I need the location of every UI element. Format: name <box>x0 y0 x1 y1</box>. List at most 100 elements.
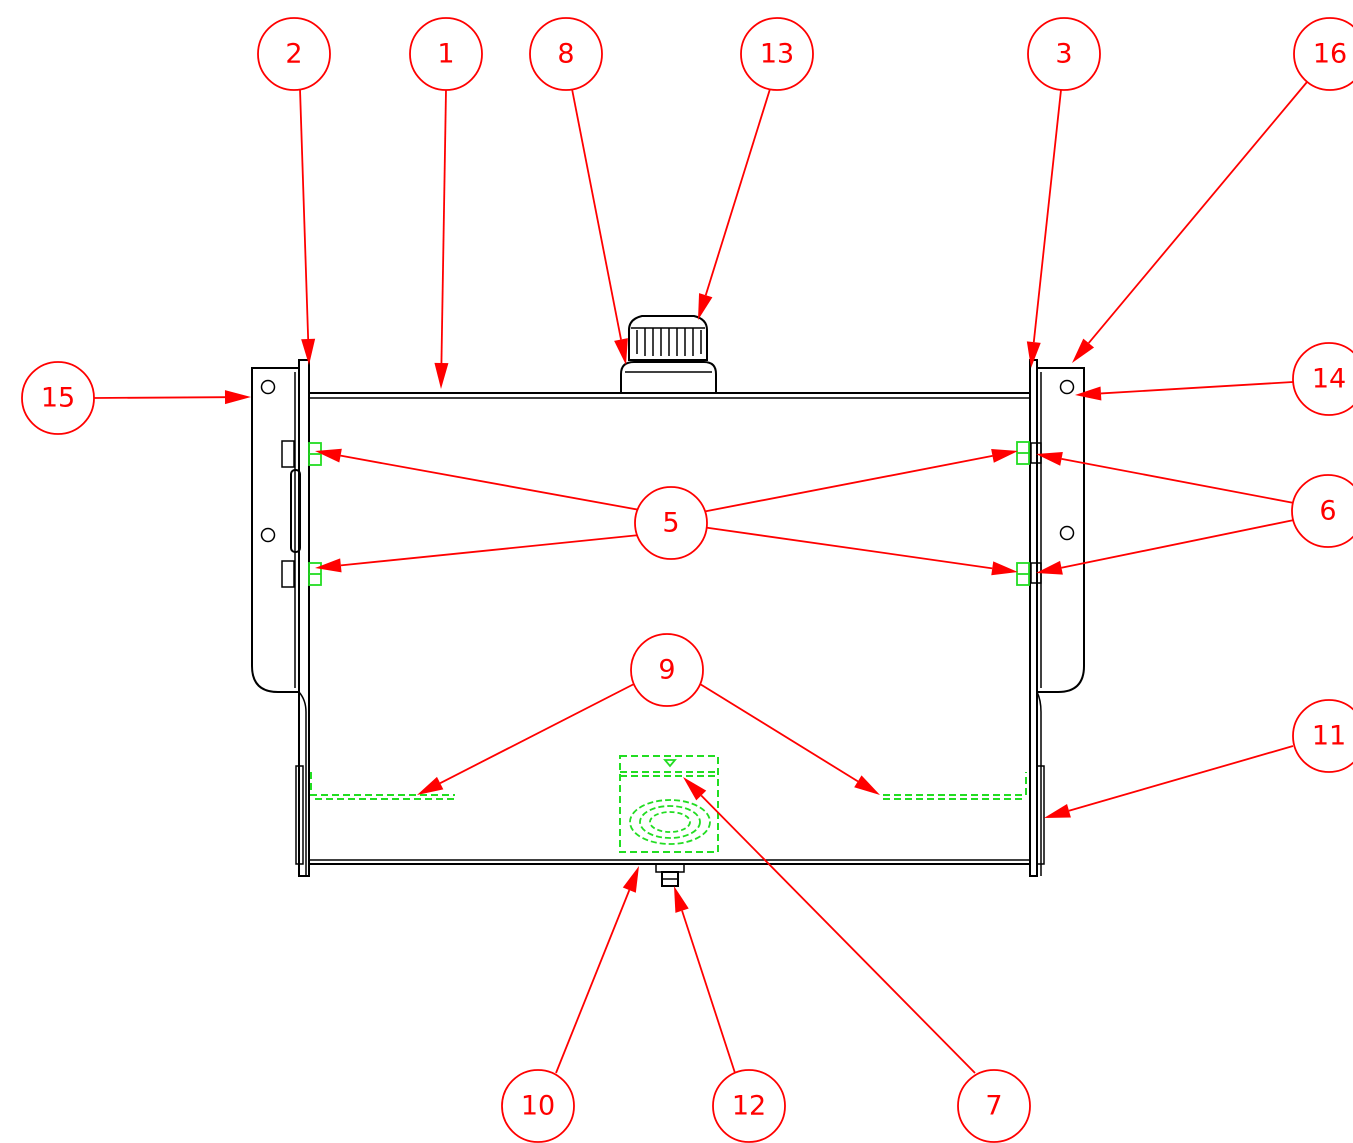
leader-line-14 <box>1100 381 1294 395</box>
right-mount-hole-top <box>1059 379 1075 395</box>
leader-line-2 <box>299 88 310 340</box>
leader-line-5c <box>701 455 993 513</box>
leader-line-5d <box>701 526 993 570</box>
leader-line-16 <box>1087 81 1308 344</box>
arrowhead-5c <box>991 449 1018 463</box>
arrowhead-11 <box>1044 804 1071 818</box>
balloon-6: 6 <box>1291 474 1353 548</box>
balloon-1: 1 <box>409 17 483 91</box>
arrowhead-2 <box>301 338 316 365</box>
arrowhead-5b <box>315 558 342 573</box>
arrowhead-6b <box>1036 560 1063 575</box>
right-side-plate <box>1029 359 1038 877</box>
right-bracket <box>1036 367 1085 693</box>
balloon-3: 3 <box>1027 17 1101 91</box>
arrowhead-14 <box>1075 386 1102 401</box>
balloon-13: 13 <box>740 17 814 91</box>
arrowhead-5d <box>991 561 1018 576</box>
hidden-features <box>308 441 1030 853</box>
filler-neck <box>620 361 717 393</box>
right-bracket-lower <box>1036 691 1042 876</box>
balloon-8: 8 <box>529 17 603 91</box>
pickup-inner <box>649 811 691 833</box>
balloon-10: 10 <box>501 1069 575 1143</box>
balloon-16: 16 <box>1293 17 1353 91</box>
leader-line-9b <box>699 683 859 783</box>
balloon-15-label: 15 <box>41 383 75 414</box>
arrowhead-3 <box>1026 341 1041 368</box>
right-foot <box>1036 765 1045 865</box>
arrowhead-1 <box>434 362 449 389</box>
balloon-8-label: 8 <box>557 39 574 70</box>
sump-housing <box>619 755 719 853</box>
balloon-5-label: 5 <box>662 508 679 539</box>
leader-line-3 <box>1032 89 1062 343</box>
balloon-14-label: 14 <box>1312 364 1346 395</box>
balloon-11: 11 <box>1292 699 1353 773</box>
balloon-9-label: 9 <box>658 655 675 686</box>
leader-line-11 <box>1068 745 1294 812</box>
tank-body <box>308 392 1031 865</box>
left-bracket-lower <box>298 691 307 877</box>
leader-line-12 <box>681 910 736 1074</box>
arrowhead-12 <box>674 886 689 913</box>
balloon-14: 14 <box>1292 342 1353 416</box>
right-baffle <box>883 772 1027 796</box>
balloon-15: 15 <box>21 361 95 435</box>
left-mount-hole-top <box>260 379 276 395</box>
arrowhead-8 <box>614 338 628 365</box>
arrowhead-13 <box>698 293 713 320</box>
pickup-mid <box>639 805 701 839</box>
drain-boss <box>655 863 685 873</box>
arrowhead-6a <box>1036 451 1063 466</box>
balloon-12-label: 12 <box>732 1091 766 1122</box>
pickup-outer <box>629 799 711 845</box>
balloon-2: 2 <box>257 17 331 91</box>
balloon-12: 12 <box>712 1069 786 1143</box>
leader-line-5a <box>340 454 641 511</box>
balloon-7-label: 7 <box>985 1091 1002 1122</box>
filler-cap-ribs <box>631 327 705 356</box>
arrowhead-16 <box>1072 338 1095 363</box>
left-bracket <box>251 367 300 693</box>
left-baffle <box>310 772 455 796</box>
left-bolt-head-upper <box>281 440 295 468</box>
left-slot <box>290 469 301 553</box>
left-mount-hole-mid <box>260 527 276 543</box>
leader-line-5b <box>340 534 641 567</box>
balloon-7: 7 <box>957 1069 1031 1143</box>
balloon-16-label: 16 <box>1313 39 1347 70</box>
leader-line-13 <box>704 88 771 296</box>
left-foot <box>295 765 304 865</box>
leader-line-1 <box>440 89 447 364</box>
filler-cap <box>628 315 708 361</box>
balloon-5: 5 <box>634 486 708 560</box>
left-side-plate <box>298 359 310 877</box>
sump-vent <box>663 759 677 768</box>
leader-line-6a <box>1061 457 1295 504</box>
balloon-11-label: 11 <box>1312 721 1346 752</box>
leader-line-8 <box>571 88 622 340</box>
right-mount-hole-mid <box>1059 525 1075 541</box>
right-nut-upper <box>1030 442 1042 464</box>
balloon-6-label: 6 <box>1319 496 1336 527</box>
arrowhead-9a <box>417 776 444 795</box>
leader-line-7 <box>700 794 976 1074</box>
balloon-2-label: 2 <box>285 39 302 70</box>
arrowhead-10 <box>622 866 639 893</box>
leader-line-15 <box>93 396 226 399</box>
arrowhead-5a <box>315 448 342 463</box>
leader-line-9a <box>439 683 635 784</box>
arrowhead-7 <box>683 777 707 801</box>
arrowhead-15 <box>224 390 251 405</box>
balloon-9: 9 <box>630 633 704 707</box>
balloon-3-label: 3 <box>1055 39 1072 70</box>
balloon-13-label: 13 <box>760 39 794 70</box>
left-bolt-head-lower <box>281 560 295 588</box>
leader-lines <box>93 81 1308 1074</box>
leader-line-6b <box>1061 519 1295 569</box>
balloon-10-label: 10 <box>521 1091 555 1122</box>
arrowhead-9b <box>854 775 880 795</box>
balloon-1-label: 1 <box>437 39 454 70</box>
